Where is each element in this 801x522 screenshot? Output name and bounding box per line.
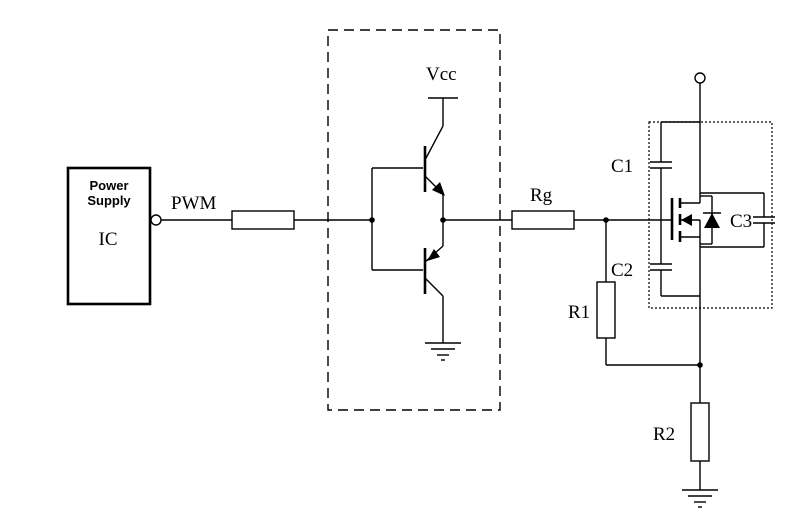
pnp-collector [424,277,444,297]
drain-terminal [694,72,706,84]
body-diode [700,195,721,245]
ic-subtitle: IC [99,229,118,250]
capacitor-c2 [650,220,672,296]
vcc-label: Vcc [426,64,457,85]
npn-transistor [423,125,445,196]
diode-triangle [704,213,720,228]
r1-label: R1 [568,302,590,323]
pnp-transistor [423,245,444,297]
resistor-r1 [596,281,616,339]
mosfet-arrow [681,214,692,226]
mosfet-box [648,121,773,309]
c3-label: C3 [730,211,752,232]
capacitor-c3 [700,192,775,248]
mosfet [670,193,701,365]
output-ground-icon [682,489,718,508]
pwm-pin [150,214,162,226]
capacitor-c1 [650,122,672,220]
ic-title-line1: Power [89,178,128,193]
r2-label: R2 [653,424,675,445]
ic-box [66,166,152,306]
driver-ground-icon [425,342,461,361]
resistor-r2 [690,402,710,462]
pwm-label: PWM [171,193,217,214]
c1-label: C1 [611,156,633,177]
rg-label: Rg [530,185,553,206]
npn-collector [424,125,444,161]
gate-resistor-rg [511,210,575,230]
c2-label: C2 [611,260,633,281]
pnp-emitter-arrow [427,249,440,261]
input-resistor [231,210,295,230]
power-supply-ic: Power Supply IC [66,166,152,306]
ic-title-line2: Supply [87,193,131,208]
npn-emitter-arrow [432,182,445,196]
